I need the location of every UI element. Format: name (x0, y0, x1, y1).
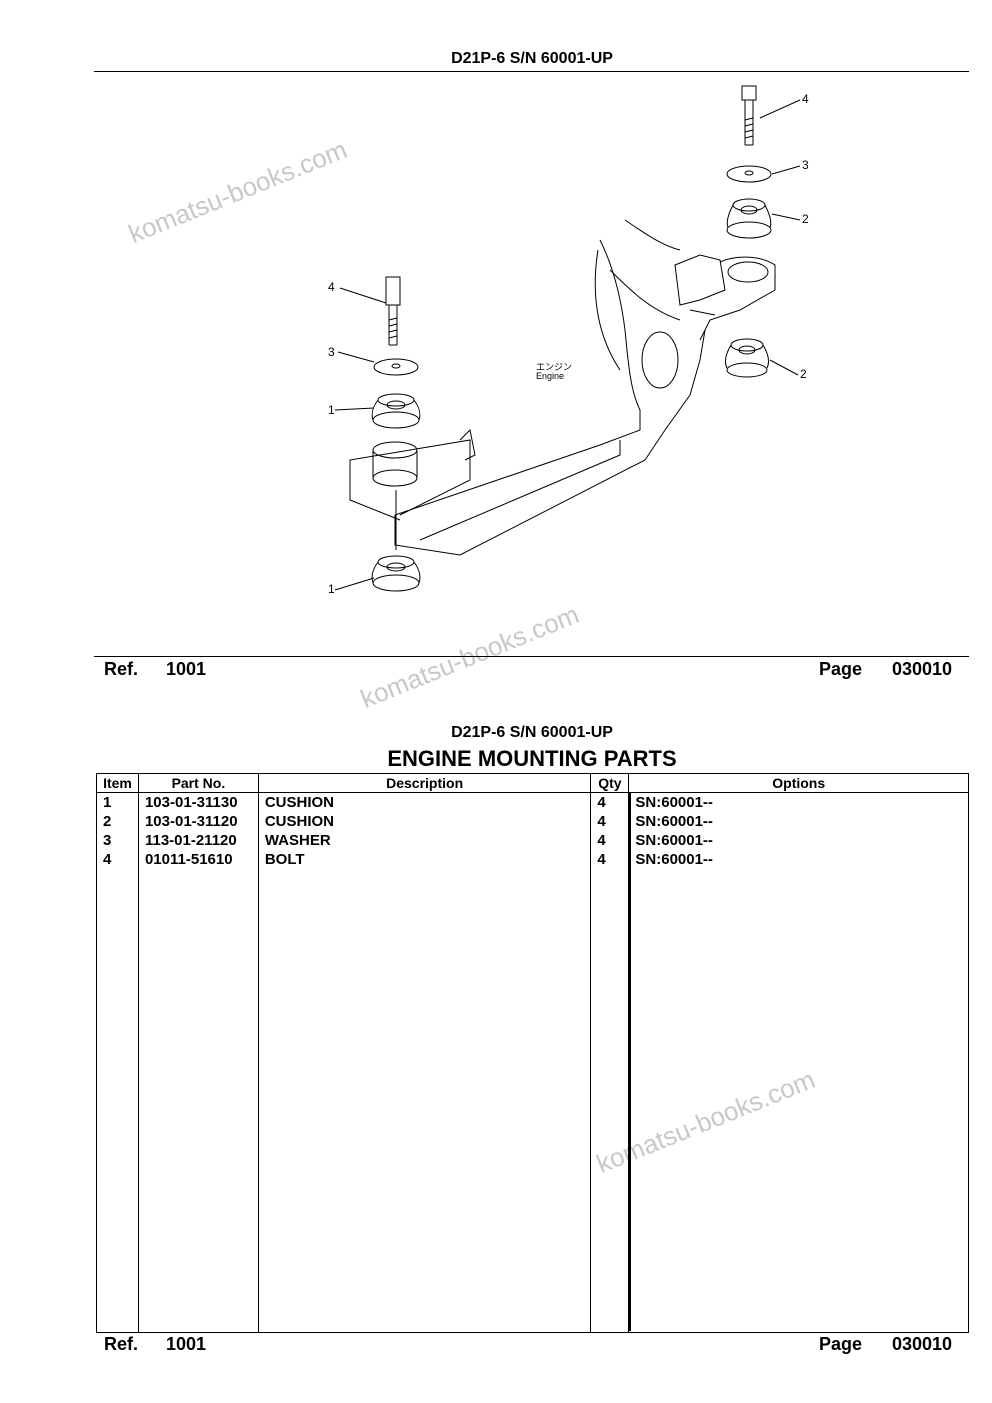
cell-description: CUSHION (257, 792, 592, 812)
cell-item: 1 (96, 792, 139, 812)
cell-part-no: 103-01-31120 (137, 812, 259, 831)
col-header-item: Item (96, 773, 139, 793)
table-row: 4 01011-51610 BOLT 4 SN:60001-- (96, 850, 969, 869)
callout-bolt-right: 4 (802, 92, 809, 106)
cell-options: SN:60001-- (628, 792, 969, 812)
table-filler-row (96, 869, 969, 1333)
callout-cushion-right-lower: 2 (800, 367, 807, 381)
section-title: ENGINE MOUNTING PARTS (387, 746, 677, 771)
ref-value-top: 1001 (166, 659, 207, 679)
ref-label-top: Ref. (104, 659, 139, 679)
cell-options: SN:60001-- (628, 850, 969, 869)
callout-cushion-left-lower: 1 (328, 582, 335, 596)
cell-qty: 4 (590, 831, 630, 850)
table-header-row: Item Part No. Description Qty Options (96, 773, 969, 793)
cell-part-no: 103-01-31130 (137, 792, 259, 812)
callout-cushion-right-upper: 2 (802, 212, 809, 226)
ref-value-bottom: 1001 (166, 1334, 207, 1354)
cell-qty: 4 (590, 850, 630, 869)
page-label-top: Page (819, 659, 863, 679)
parts-table: Item Part No. Description Qty Options 1 … (96, 773, 969, 1333)
cell-description: WASHER (257, 831, 592, 850)
cell-item: 3 (96, 831, 139, 850)
section-model: D21P-6 S/N 60001-UP (451, 724, 613, 741)
qty-column-divider (629, 793, 631, 1331)
callout-cushion-left-upper: 1 (328, 403, 335, 417)
cell-qty: 4 (590, 812, 630, 831)
cell-qty: 4 (590, 792, 630, 812)
cell-part-no: 113-01-21120 (137, 831, 259, 850)
engine-mount-diagram (334, 85, 801, 592)
table-row: 2 103-01-31120 CUSHION 4 SN:60001-- (96, 812, 969, 831)
cell-description: BOLT (257, 850, 592, 869)
col-header-options: Options (628, 773, 969, 793)
engine-label-jp: エンジン (536, 362, 573, 372)
cell-item: 2 (96, 812, 139, 831)
cell-item: 4 (96, 850, 139, 869)
callout-bolt-left: 4 (328, 280, 335, 294)
engine-label: Engine (536, 371, 565, 381)
ref-label-bottom: Ref. (104, 1334, 139, 1354)
page-value-bottom: 030010 (892, 1334, 953, 1354)
table-row: 3 113-01-21120 WASHER 4 SN:60001-- (96, 831, 969, 850)
page-header-model: D21P-6 S/N 60001-UP (451, 50, 613, 67)
callout-washer-right: 3 (802, 158, 809, 172)
cell-part-no: 01011-51610 (137, 850, 259, 869)
cell-description: CUSHION (257, 812, 592, 831)
col-header-description: Description (257, 773, 592, 793)
page-label-bottom: Page (819, 1334, 863, 1354)
col-header-part-no: Part No. (137, 773, 259, 793)
table-row: 1 103-01-31130 CUSHION 4 SN:60001-- (96, 792, 969, 812)
header-rule (94, 71, 969, 72)
cell-options: SN:60001-- (628, 831, 969, 850)
col-header-qty: Qty (590, 773, 630, 793)
cell-options: SN:60001-- (628, 812, 969, 831)
page-value-top: 030010 (892, 659, 953, 679)
diagram-footer-rule (94, 656, 969, 657)
callout-washer-left: 3 (328, 345, 335, 359)
